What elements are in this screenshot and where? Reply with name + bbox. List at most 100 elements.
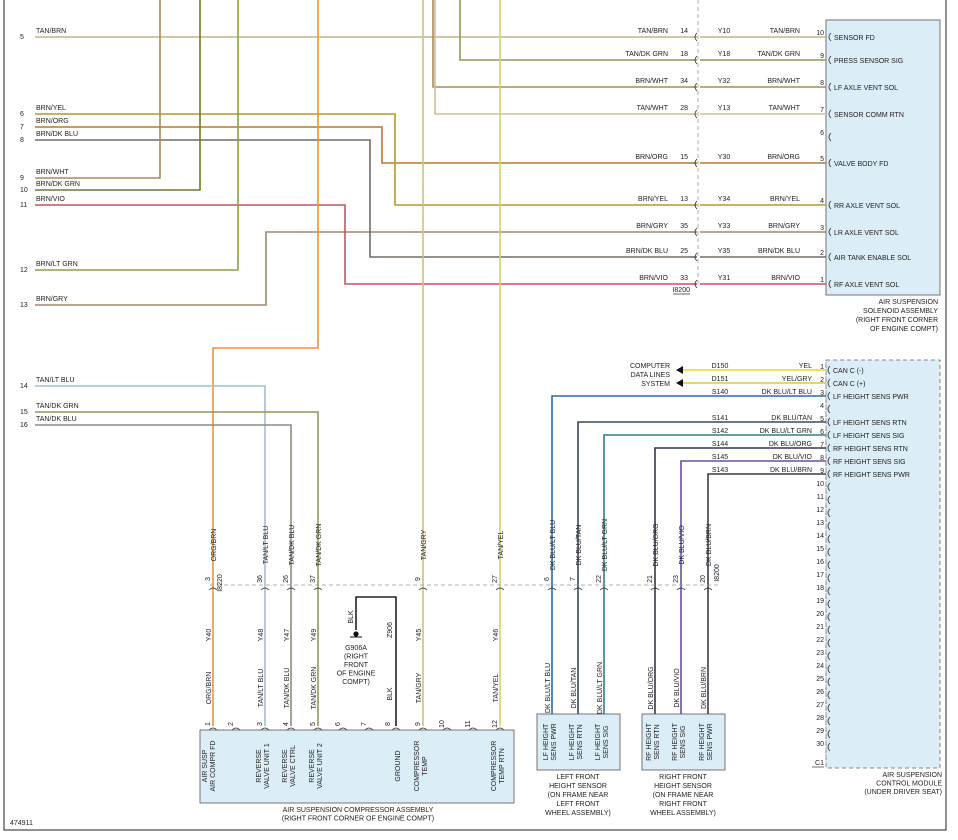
sensor-function: RF HEIGHT <box>672 722 679 760</box>
solenoid-pin: 7 <box>820 107 824 114</box>
solenoid-connector-mark <box>694 82 698 92</box>
bottom-wire-color-lower: TAN/DK GRN <box>311 667 318 710</box>
bottom-pin-mark <box>231 727 241 731</box>
computer-data-lines-label: COMPUTER <box>630 363 670 370</box>
solenoid-function: SENSOR COMM RTN <box>834 112 904 119</box>
module-empty-pin: 17 <box>816 572 824 579</box>
ground-splice-label: FRONT <box>344 662 369 669</box>
solenoid-wire-color-right: BRN/WHT <box>767 78 800 85</box>
lf-sensor-title: LEFT FRONT <box>556 774 600 781</box>
compressor-function: VALVE CTRL <box>290 745 297 787</box>
wire-to-solenoid <box>35 139 690 258</box>
module-pin-mark <box>827 521 831 531</box>
wire-to-solenoid <box>35 231 690 306</box>
sensor-function: SENS PWR <box>707 723 714 760</box>
module-pin-mark <box>827 573 831 583</box>
connector-id-i8200: I8200 <box>672 287 690 294</box>
bottom-cavity: 21 <box>647 575 654 583</box>
bottom-wire-color: TAN/GRY <box>421 529 428 560</box>
bottom-wire-color: TAN/LT BLU <box>263 526 270 565</box>
module-title: CONTROL MODULE <box>876 781 942 788</box>
module-pin-mark <box>827 664 831 674</box>
solenoid-pin-mark <box>828 109 832 119</box>
module-function: RF HEIGHT SENS RTN <box>833 446 908 453</box>
left-wire-label: TAN/DK GRN <box>36 403 79 410</box>
solenoid-assembly-title: SOLENOID ASSEMBLY <box>863 308 938 315</box>
bottom-wire-color: DK BLU/VIO <box>679 525 686 565</box>
bottom-wire-color: DK BLU/ORG <box>653 523 660 566</box>
module-pin: 2 <box>820 377 824 384</box>
module-empty-pin: 10 <box>816 481 824 488</box>
bottom-wire-color-lower: DK BLU/BRN <box>701 667 708 709</box>
left-wire-label: BRN/DK BLU <box>36 131 78 138</box>
module-pin-mark <box>827 625 831 635</box>
compressor-empty-pin: 6 <box>335 722 342 726</box>
ground-splice-label: COMPT) <box>342 679 370 686</box>
module-wire-color: YEL/GRY <box>782 376 813 383</box>
module-circuit: S140 <box>712 389 728 396</box>
wire-brn-dk-grn-left <box>35 0 201 191</box>
solenoid-pin-mark <box>828 158 832 168</box>
solenoid-function: AIR TANK ENABLE SOL <box>834 255 911 262</box>
sensor-function: SENS PWR <box>551 723 558 760</box>
solenoid-wire-color-right: BRN/VIO <box>771 275 800 282</box>
ground-wire-color-lower: BLK <box>387 687 394 701</box>
wire-brn-wht-left <box>35 0 161 179</box>
bottom-cavity: 36 <box>257 575 264 583</box>
frame-border <box>3 0 947 831</box>
solenoid-pin-mark <box>828 55 832 65</box>
compressor-assembly-box <box>199 729 515 804</box>
left-wire-label: BRN/ORG <box>36 118 69 125</box>
wire-to-solenoid <box>35 113 690 206</box>
diagram-id: 474911 <box>10 820 33 827</box>
ground-splice-label: G906A <box>345 645 367 652</box>
left-wire-number: 11 <box>20 202 27 209</box>
solenoid-cavity: 14 <box>680 28 688 35</box>
module-pin-mark <box>827 443 831 453</box>
module-wire-color: DK BLU/BRN <box>770 467 812 474</box>
bottom-wire-color-lower: TAN/YEL <box>493 674 500 703</box>
solenoid-wire-color-right: BRN/GRY <box>768 223 800 230</box>
solenoid-pin: 6 <box>820 130 824 137</box>
module-empty-pin: 25 <box>816 676 824 683</box>
solenoid-wire-color-right: BRN/DK BLU <box>758 248 800 255</box>
wire-to-solenoid <box>35 204 690 285</box>
bottom-wire-color: DK BLU/TAN <box>576 525 583 566</box>
left-wire-number: 8 <box>20 137 24 144</box>
solenoid-pin-mark <box>828 82 832 92</box>
compressor-title: AIR SUSPENSION COMPRESSOR ASSEMBLY <box>283 807 434 814</box>
compressor-title: (RIGHT FRONT CORNER OF ENGINE COMPT) <box>282 816 434 823</box>
module-function: CAN C (-) <box>833 368 864 375</box>
solenoid-wire-color-left: BRN/GRY <box>636 223 668 230</box>
bottom-wire-color-lower: DK BLU/LT BLU <box>545 663 552 713</box>
solenoid-wire-color-left: BRN/ORG <box>635 154 668 161</box>
module-empty-pin: 13 <box>816 520 824 527</box>
bottom-connector-mark <box>676 587 686 591</box>
ground-pin: 8 <box>385 722 392 726</box>
solenoid-assembly-title: OF ENGINE COMPT) <box>870 326 938 333</box>
module-pin-mark <box>827 703 831 713</box>
bottom-pin-mark <box>208 727 218 731</box>
solenoid-connector-mark <box>694 55 698 65</box>
module-pin-mark <box>827 599 831 609</box>
compressor-function: COMPRESSOR <box>491 741 498 792</box>
rf-sensor-title: (ON FRAME NEAR <box>653 792 714 799</box>
module-function: RF HEIGHT SENS SIG <box>833 459 906 466</box>
module-empty-pin: 19 <box>816 598 824 605</box>
bottom-wire-color-lower: ORG/BRN <box>206 672 213 705</box>
module-empty-pin: 18 <box>816 585 824 592</box>
module-function: RF HEIGHT SENS PWR <box>833 472 910 479</box>
solenoid-pin-mark <box>828 200 832 210</box>
bottom-pin-mark <box>468 727 478 731</box>
solenoid-function: VALVE BODY FD <box>834 161 888 168</box>
module-pin-mark <box>827 612 831 622</box>
bottom-cavity: 20 <box>700 575 707 583</box>
left-wire-number: 6 <box>20 111 24 118</box>
rf-height-sensor-box <box>641 713 726 771</box>
bottom-circuit: Y45 <box>416 629 423 642</box>
module-pin-mark <box>827 456 831 466</box>
left-wire-label: TAN/DK BLU <box>36 416 77 423</box>
module-circuit: D150 <box>712 363 729 370</box>
